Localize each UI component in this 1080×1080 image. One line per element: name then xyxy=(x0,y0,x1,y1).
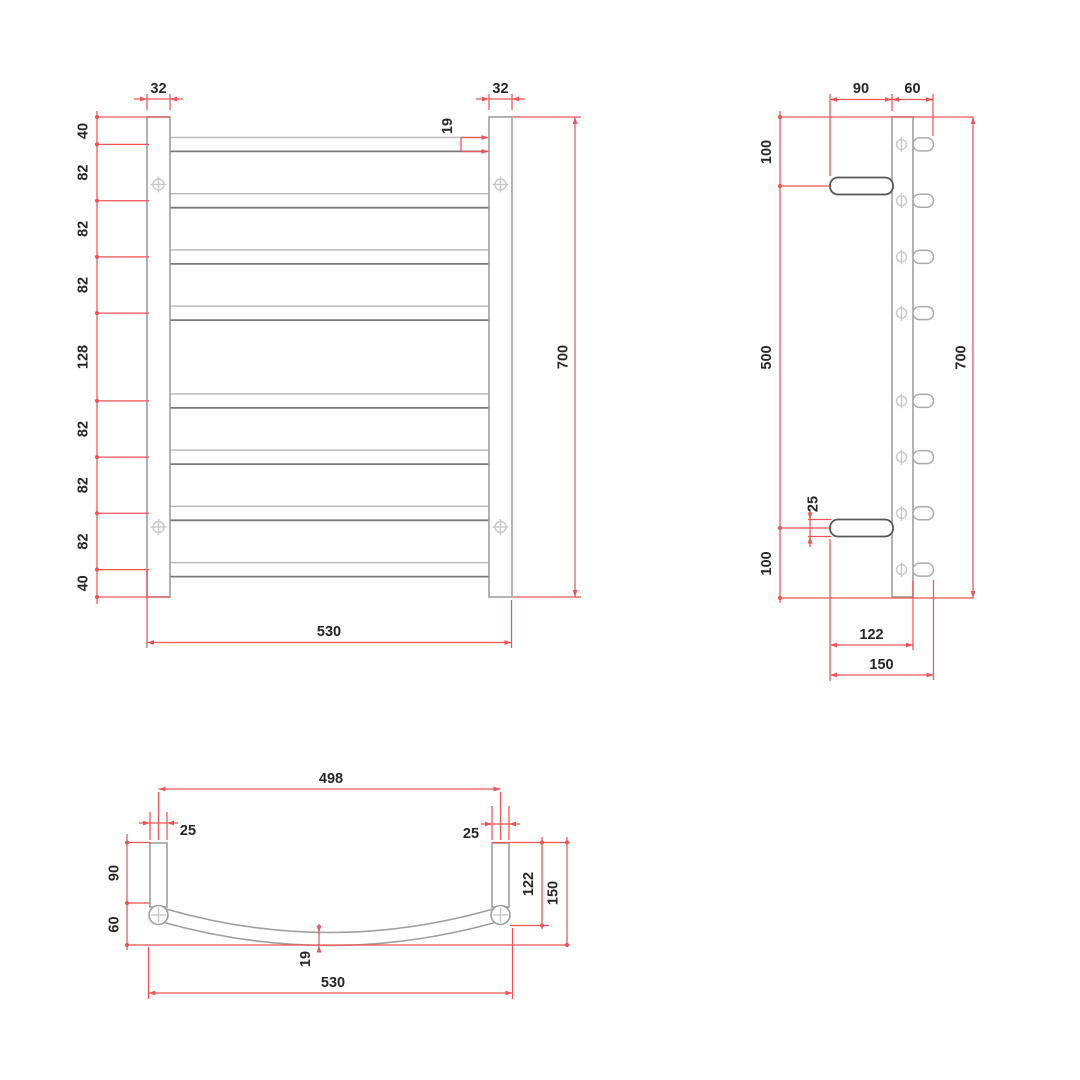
side-dimensions: 90 60 100 500 100 25 700 xyxy=(759,81,976,681)
side-top-bracket xyxy=(829,176,894,196)
dim-top-post-centres: 498 xyxy=(319,771,343,787)
front-outline xyxy=(146,116,513,598)
front-view: 32 32 19 700 530 xyxy=(76,81,581,648)
top-view: 498 25 25 90 60 122 xyxy=(107,771,570,999)
side-view: 90 60 100 500 100 25 700 xyxy=(759,81,976,681)
dim-side-rail-offset: 60 xyxy=(904,81,920,97)
dim-front-spacing-7: 82 xyxy=(76,477,92,493)
front-dimensions: 32 32 19 700 530 xyxy=(76,81,581,648)
side-post xyxy=(891,116,914,598)
top-left-bracket xyxy=(149,842,168,908)
dim-front-width: 530 xyxy=(317,624,341,640)
top-rail-curve-near xyxy=(165,908,494,934)
front-rungs xyxy=(170,136,489,578)
dim-front-spacing-2: 82 xyxy=(76,165,92,181)
dim-front-spacing-8: 82 xyxy=(76,533,92,549)
dim-side-wall-to-rail: 150 xyxy=(869,657,893,673)
side-outline xyxy=(829,116,935,598)
dim-top-overall-depth: 150 xyxy=(546,881,562,905)
dim-side-bracket-thickness: 25 xyxy=(806,496,822,512)
dim-front-spacing-1: 40 xyxy=(76,123,92,139)
top-right-bracket xyxy=(491,842,510,908)
dim-front-post-width-left: 32 xyxy=(150,81,166,97)
dim-front-height: 700 xyxy=(556,345,572,369)
front-spacing-chain: 40 82 82 82 128 82 82 82 40 xyxy=(76,111,170,604)
dim-side-wall-to-post: 122 xyxy=(859,627,883,643)
top-dimensions: 498 25 25 90 60 122 xyxy=(107,771,570,999)
front-right-post xyxy=(488,116,513,598)
dim-front-spacing-4: 82 xyxy=(76,277,92,293)
dim-side-height: 700 xyxy=(954,345,970,369)
dim-side-bracket-to-bottom: 100 xyxy=(759,551,775,575)
dim-top-rail-bow-depth: 60 xyxy=(107,916,123,932)
dim-top-wall-to-post: 122 xyxy=(521,872,537,896)
dim-front-spacing-5: 128 xyxy=(76,345,92,369)
front-mounting-holes xyxy=(150,176,509,535)
dim-top-tube-diameter: 19 xyxy=(298,951,314,967)
dim-top-bracket-width-left: 25 xyxy=(180,823,196,839)
top-rail-curve-far xyxy=(163,921,496,947)
side-rung-stubs xyxy=(912,137,935,577)
dim-side-bracket-centres: 500 xyxy=(759,345,775,369)
dim-front-tube-diameter: 19 xyxy=(440,118,456,134)
dim-front-spacing-3: 82 xyxy=(76,221,92,237)
top-outline xyxy=(148,842,511,947)
dim-top-wall-to-rail-start: 90 xyxy=(107,865,123,881)
dim-side-bracket-projection: 90 xyxy=(853,81,869,97)
dim-front-spacing-9: 40 xyxy=(76,575,92,591)
dim-top-overall-width: 530 xyxy=(321,975,345,991)
dim-top-bracket-width-right: 25 xyxy=(463,826,479,842)
dim-front-spacing-6: 82 xyxy=(76,421,92,437)
dim-side-top-to-bracket: 100 xyxy=(759,140,775,164)
side-bottom-bracket xyxy=(829,518,894,538)
dim-front-post-width-right: 32 xyxy=(492,81,508,97)
side-weld-symbols xyxy=(895,136,908,578)
